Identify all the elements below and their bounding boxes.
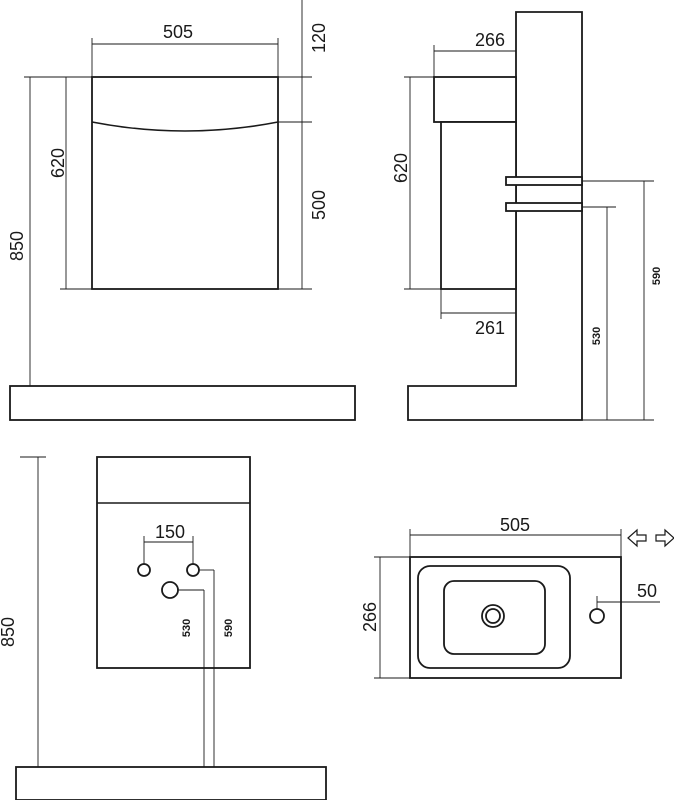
front-top-gap-label: 120 [309, 23, 329, 53]
tap-hole [589, 608, 605, 624]
rear-supply-height-label: 590 [223, 619, 235, 637]
top-width-label: 505 [500, 515, 530, 535]
front-door-height-label: 500 [309, 190, 329, 220]
top-tap-offset-label: 50 [637, 581, 657, 601]
front-width-label: 505 [163, 22, 193, 42]
drain-hole [161, 581, 179, 599]
side-upper-fixing-label: 590 [651, 267, 663, 285]
cabinet-front [91, 76, 279, 290]
basin-drain-inner [485, 608, 501, 624]
rear-drain-height-label: 530 [181, 619, 193, 637]
side-cabinet-height-label: 620 [391, 153, 411, 183]
supply-hole-right [186, 563, 200, 577]
side-lower-fixing-label: 530 [591, 327, 603, 345]
pipe-lower [505, 202, 583, 212]
side-top-depth-label: 266 [475, 30, 505, 50]
cabinet-side-body [440, 121, 517, 290]
double-arrow-icon [627, 528, 674, 548]
floor-slab-rear [15, 766, 327, 800]
cabinet-rear [96, 456, 251, 669]
rear-view: 150 530 590 850 [0, 456, 327, 800]
front-cabinet-height-label: 620 [48, 148, 68, 178]
side-view: 266 620 261 590 530 [391, 11, 663, 421]
pipe-upper [505, 176, 583, 186]
front-view: 505 120 500 620 850 [7, 0, 356, 421]
wall-section [407, 11, 583, 421]
top-view: 505 266 50 [360, 515, 674, 679]
cabinet-side-top [433, 76, 517, 123]
supply-hole-left [137, 563, 151, 577]
top-depth-label: 266 [360, 602, 380, 632]
rear-floor-height-label: 850 [0, 617, 18, 647]
rear-hole-spacing-label: 150 [155, 522, 185, 542]
side-body-depth-label: 261 [475, 318, 505, 338]
front-floor-height-label: 850 [7, 231, 27, 261]
floor-slab [9, 385, 356, 421]
door-top-curve [91, 121, 279, 132]
